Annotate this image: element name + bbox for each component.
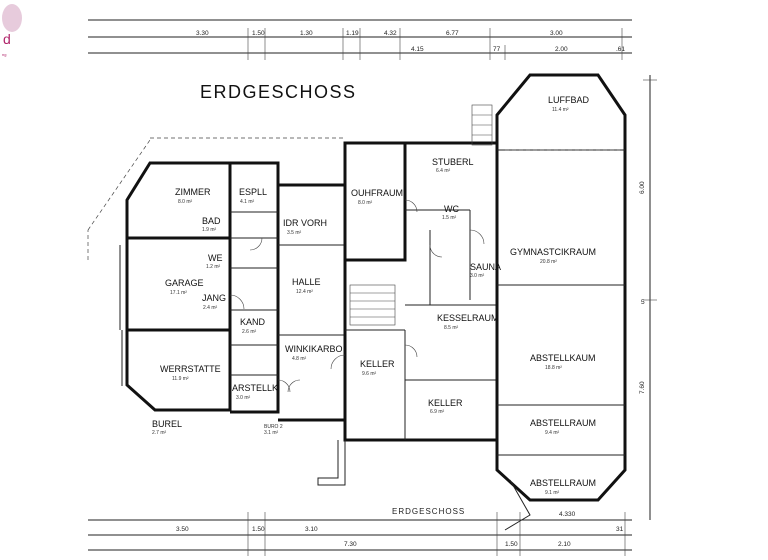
svg-text:3.0 m²: 3.0 m²: [236, 395, 251, 401]
room-label-zimmer: ZIMMER: [175, 187, 211, 197]
svg-text:1.5 m²: 1.5 m²: [442, 215, 457, 221]
stairs: [349, 104, 493, 326]
side-dimensions: 6.00 5 7.60: [639, 75, 657, 520]
top-dim: 1.50: [252, 30, 265, 37]
room-label-werrstatte: WERRSTATTE: [160, 364, 221, 374]
svg-text:3.1 m²: 3.1 m²: [264, 430, 279, 436]
svg-text:8.5 m²: 8.5 m²: [444, 325, 459, 331]
svg-text:20.8 m²: 20.8 m²: [540, 259, 557, 265]
room-label-bad: BAD: [202, 216, 221, 226]
top-dim: 1.30: [300, 30, 313, 37]
room-label-we: WE: [208, 253, 223, 263]
room-label-sauna: SAUNA: [470, 262, 501, 272]
svg-text:6.9 m²: 6.9 m²: [430, 409, 445, 415]
room-label-ouhfraum: OUHFRAUM: [351, 188, 403, 198]
svg-text:4.330: 4.330: [559, 511, 576, 518]
top-dim: 1.19: [346, 30, 359, 37]
svg-text:4.1 m²: 4.1 m²: [240, 199, 255, 205]
svg-text:18.8 m²: 18.8 m²: [545, 365, 562, 371]
svg-text:3.10: 3.10: [305, 526, 318, 533]
room-label-stuberl: STUBERL: [432, 157, 474, 167]
entrance-path: [317, 440, 346, 486]
room-label-kand: KAND: [240, 317, 266, 327]
svg-text:31: 31: [616, 526, 624, 533]
bottom-title: ERDGESCHOSS: [392, 507, 465, 516]
room-label-wc: WC: [444, 204, 459, 214]
svg-text:4.8 m²: 4.8 m²: [292, 356, 307, 362]
top-dim: 6.77: [446, 30, 459, 37]
plan-title: ERDGESCHOSS: [200, 82, 357, 102]
logo-letter: d: [3, 31, 11, 47]
room-label-abstellraum-3: ABSTELLRAUM: [530, 478, 596, 488]
werkstatt-wall: [125, 328, 232, 412]
logo-tag: ng: [2, 52, 6, 57]
top-dim: 3.00: [550, 30, 563, 37]
svg-text:2.7 m²: 2.7 m²: [152, 430, 167, 436]
room-label-abstellraum-2: ABSTELLRAUM: [530, 418, 596, 428]
room-label-gymnastik: GYMNASTCIKRAUM: [510, 247, 596, 257]
svg-text:3.5 m²: 3.5 m²: [287, 230, 302, 236]
room-label-luffbad: LUFFBAD: [548, 95, 590, 105]
room-label-arstellk: ARSTELLK: [232, 383, 278, 393]
svg-text:6.00: 6.00: [639, 181, 646, 194]
room-label-burel: BUREL: [152, 419, 182, 429]
svg-text:8.0 m²: 8.0 m²: [358, 200, 373, 206]
svg-text:5: 5: [641, 299, 645, 306]
svg-text:2.10: 2.10: [558, 541, 571, 548]
svg-text:7.60: 7.60: [639, 381, 646, 394]
room-label-jang: JANG: [202, 293, 226, 303]
room-label-garage: GARAGE: [165, 278, 204, 288]
svg-text:3.50: 3.50: [176, 526, 189, 533]
logo: d ng: [0, 0, 26, 62]
svg-text:1.50: 1.50: [505, 541, 518, 548]
right-wing-wall: [495, 73, 627, 502]
svg-text:7.30: 7.30: [344, 541, 357, 548]
svg-text:2.4 m²: 2.4 m²: [203, 305, 218, 311]
bottom-dimensions: 3.50 1.50 3.10 4.330 31 7.30 1.50 2.10 E…: [88, 507, 632, 556]
ouhfraum-wall: [343, 141, 407, 262]
top-dim: 77: [493, 46, 501, 53]
top-dim: 4.15: [411, 46, 424, 53]
room-label-halle: HALLE: [292, 277, 321, 287]
top-dim: 4.32: [384, 30, 397, 37]
top-dimensions: 3.30 1.50 1.30 1.19 4.32 6.77 3.00 4.15 …: [88, 19, 632, 60]
room-label-buro: BURO 2: [264, 424, 283, 430]
room-label-keller-2: KELLER: [428, 398, 463, 408]
svg-text:3.0 m²: 3.0 m²: [470, 273, 485, 279]
svg-text:9.1 m²: 9.1 m²: [545, 490, 560, 496]
room-labels: ZIMMER 8.0 m² ESPLL 4.1 m² BAD 1.9 m² ID…: [152, 95, 596, 496]
room-label-espll: ESPLL: [239, 187, 267, 197]
top-dim: .61: [616, 46, 625, 53]
svg-text:9.6 m²: 9.6 m²: [362, 371, 377, 377]
top-dim: 2.00: [555, 46, 568, 53]
room-label-winkikarbo: WINKIKARBO: [285, 344, 343, 354]
svg-text:11.4 m²: 11.4 m²: [552, 107, 569, 113]
svg-text:11.9 m²: 11.9 m²: [172, 376, 189, 382]
svg-text:1.9 m²: 1.9 m²: [202, 227, 217, 233]
room-label-keller-1: KELLER: [360, 359, 395, 369]
svg-text:1.2 m²: 1.2 m²: [206, 264, 221, 270]
room-label-vorh: IDR VORH: [283, 218, 327, 228]
room-label-kesselraum: KESSELRAUM: [437, 313, 499, 323]
svg-text:9.4 m²: 9.4 m²: [545, 430, 560, 436]
doors: [229, 199, 485, 393]
svg-text:6.4 m²: 6.4 m²: [436, 168, 451, 174]
top-dim: 3.30: [196, 30, 209, 37]
svg-text:12.4 m²: 12.4 m²: [296, 289, 313, 295]
room-label-abstellraum-1: ABSTELLKAUM: [530, 353, 596, 363]
svg-text:8.0 m²: 8.0 m²: [178, 199, 193, 205]
svg-text:2.6 m²: 2.6 m²: [242, 329, 257, 335]
svg-text:17.1 m²: 17.1 m²: [170, 290, 187, 296]
svg-text:1.50: 1.50: [252, 526, 265, 533]
